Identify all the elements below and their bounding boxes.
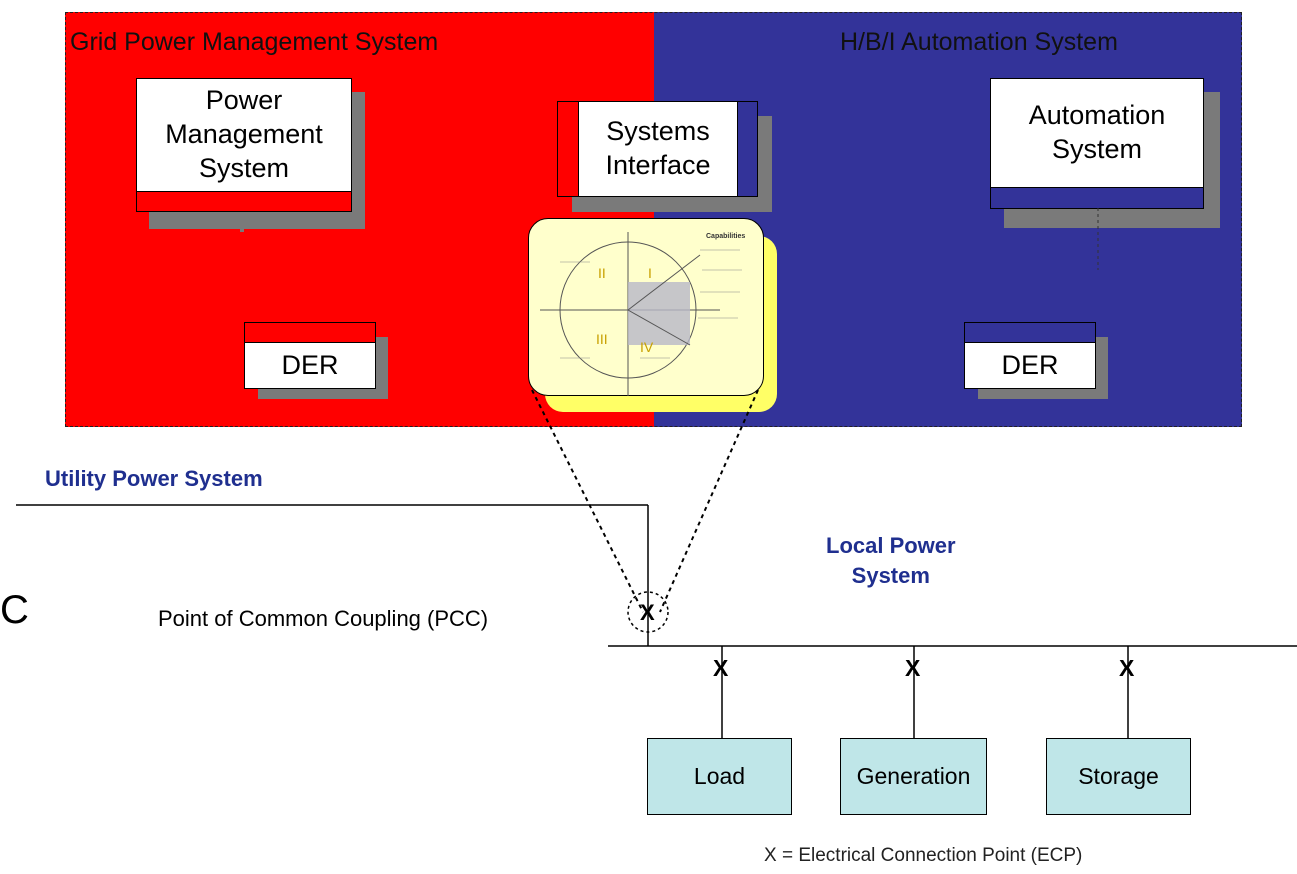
pcc-label: Point of Common Coupling (PCC) — [158, 606, 489, 631]
ecp-footnote: X = Electrical Connection Point (ECP) — [764, 845, 1083, 866]
ecp-mark-storage: X — [1119, 655, 1135, 681]
automation-region-title: H/B/I Automation System — [840, 28, 1118, 56]
cut-letter: C — [0, 588, 29, 632]
storage-box: Storage — [1046, 738, 1191, 815]
capability-title: Capabilities — [706, 233, 745, 240]
capability-quadrant-i: I — [648, 265, 652, 281]
grid-region-title: Grid Power Management System — [70, 28, 439, 56]
ecp-mark-load: X — [713, 655, 729, 681]
der-left-box: DER — [244, 342, 376, 389]
local-power-system-label: Local Power System — [826, 533, 956, 588]
pcc-x-mark: X — [640, 600, 655, 625]
load-box: Load — [647, 738, 792, 815]
capability-chart: I II III IV Capabilities — [540, 232, 745, 396]
capability-quadrant-ii: II — [598, 265, 606, 281]
systems-interface-box: Systems Interface — [578, 101, 738, 197]
generation-box: Generation — [840, 738, 987, 815]
region-border — [65, 12, 1242, 427]
power-management-system-box: Power Management System — [136, 78, 352, 192]
capability-quadrant-iii: III — [596, 331, 608, 347]
ecp-mark-generation: X — [905, 655, 921, 681]
der-right-box: DER — [964, 342, 1096, 389]
utility-power-system-label: Utility Power System — [45, 466, 263, 491]
automation-system-box: Automation System — [990, 78, 1204, 188]
capability-quadrant-iv: IV — [640, 339, 654, 355]
